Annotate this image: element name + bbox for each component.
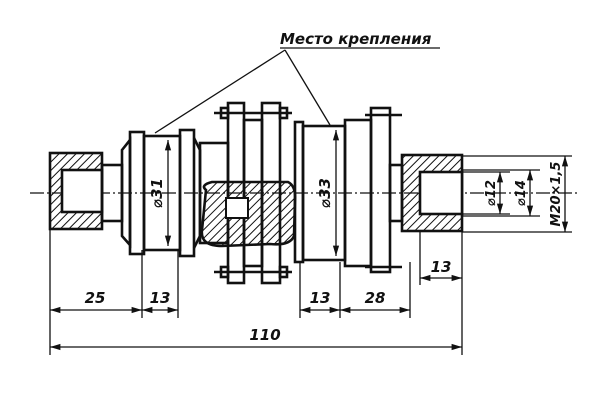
dim-right-flange: 28 <box>365 289 386 307</box>
diameter-bore-inner: ⌀12 <box>484 180 499 206</box>
dim-overall: 110 <box>249 326 280 344</box>
thread-size: M20×1,5 <box>549 162 564 227</box>
right-union-nut <box>400 153 572 233</box>
dimension-lines <box>49 230 463 355</box>
diameter-left-body: ⌀31 <box>148 178 166 208</box>
left-union-nut <box>48 151 124 231</box>
callout-leader <box>154 47 440 134</box>
diameter-right-body: ⌀33 <box>316 178 334 208</box>
dim-left-body: 13 <box>150 289 171 307</box>
diameter-bore-outer: ⌀14 <box>514 180 529 206</box>
dim-right-body: 13 <box>310 289 331 307</box>
dim-right-nut: 13 <box>431 258 452 276</box>
right-body <box>293 106 404 274</box>
dim-left-nut: 25 <box>85 289 106 307</box>
coupling-flanges <box>200 101 297 285</box>
callout-label: Место крепления <box>280 30 432 48</box>
